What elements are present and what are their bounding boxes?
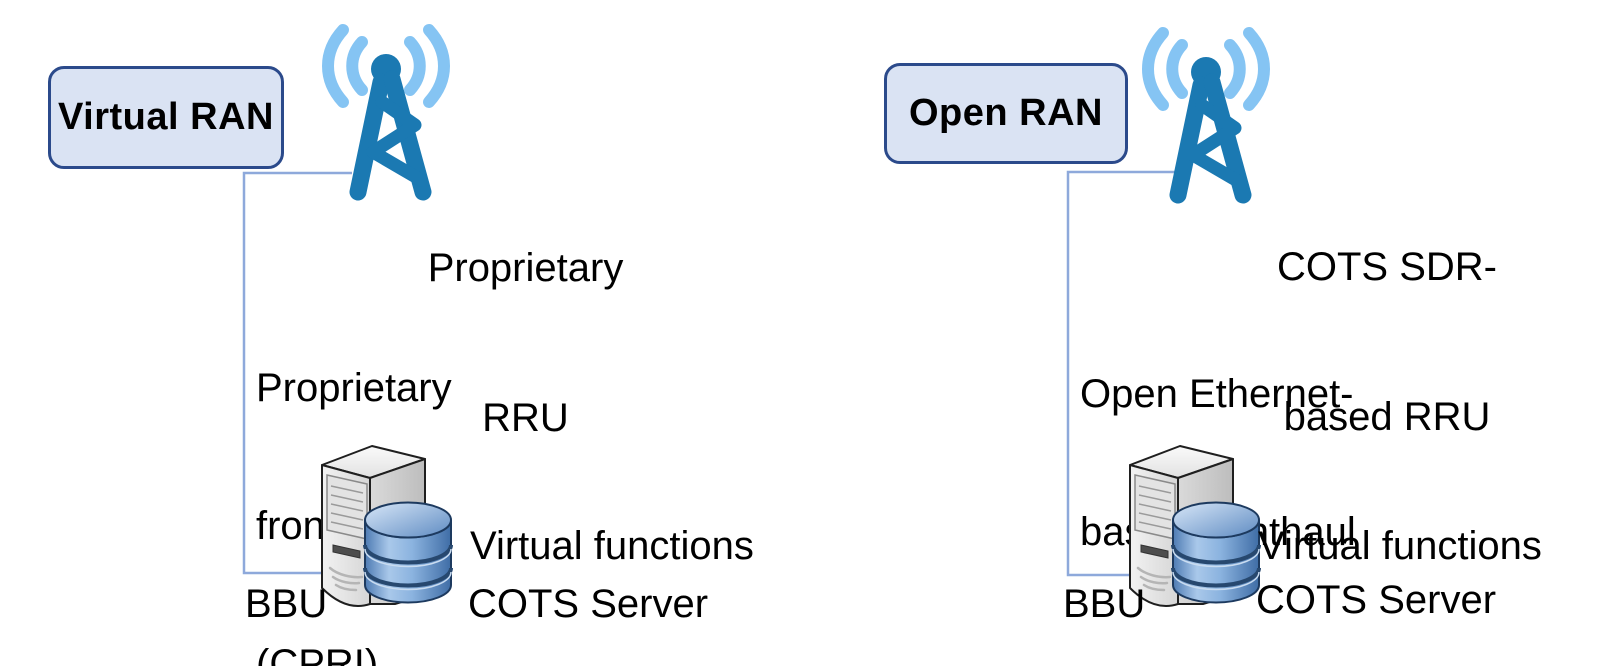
cots-server-icon [321,445,453,607]
cots-server-icon [1129,445,1261,607]
label-line: (CPRI) [256,642,379,666]
virtual-functions-label: Virtual functions [470,524,754,568]
antenna-mast [1169,57,1252,204]
panel-title: Virtual RAN [58,96,274,138]
radio-waves-icon [322,24,450,108]
bbu-label: BBU [1063,582,1146,626]
radio-waves-icon [1142,27,1270,111]
label-line: Open Ethernet- [1080,372,1354,416]
cell-tower-icon [322,24,450,201]
open-ran-title-box: Open RAN [884,63,1128,164]
database-icon [1171,501,1261,604]
fronthaul-connector-line [242,171,352,575]
label-line: based RRU [1283,395,1491,439]
rru-label: COTS SDR- based RRU [1272,142,1502,542]
panel-title: Open RAN [909,92,1103,134]
bbu-label: BBU [245,582,328,626]
label-line: Proprietary [427,246,624,290]
fronthaul-connector-line [1066,170,1176,577]
cots-server-label: COTS Server [1256,578,1497,622]
virtual-functions-label: Virtual functions [1258,524,1542,568]
cell-tower-icon [1142,27,1270,204]
virtual-ran-title-box: Virtual RAN [48,66,284,169]
label-line: RRU [482,396,569,440]
database-icon [363,501,453,604]
label-line: COTS SDR- [1277,245,1497,289]
cots-server-label: COTS Server [468,582,709,626]
antenna-mast [349,54,432,201]
rru-label: Proprietary RRU [418,143,633,543]
label-line: Proprietary [256,366,452,410]
